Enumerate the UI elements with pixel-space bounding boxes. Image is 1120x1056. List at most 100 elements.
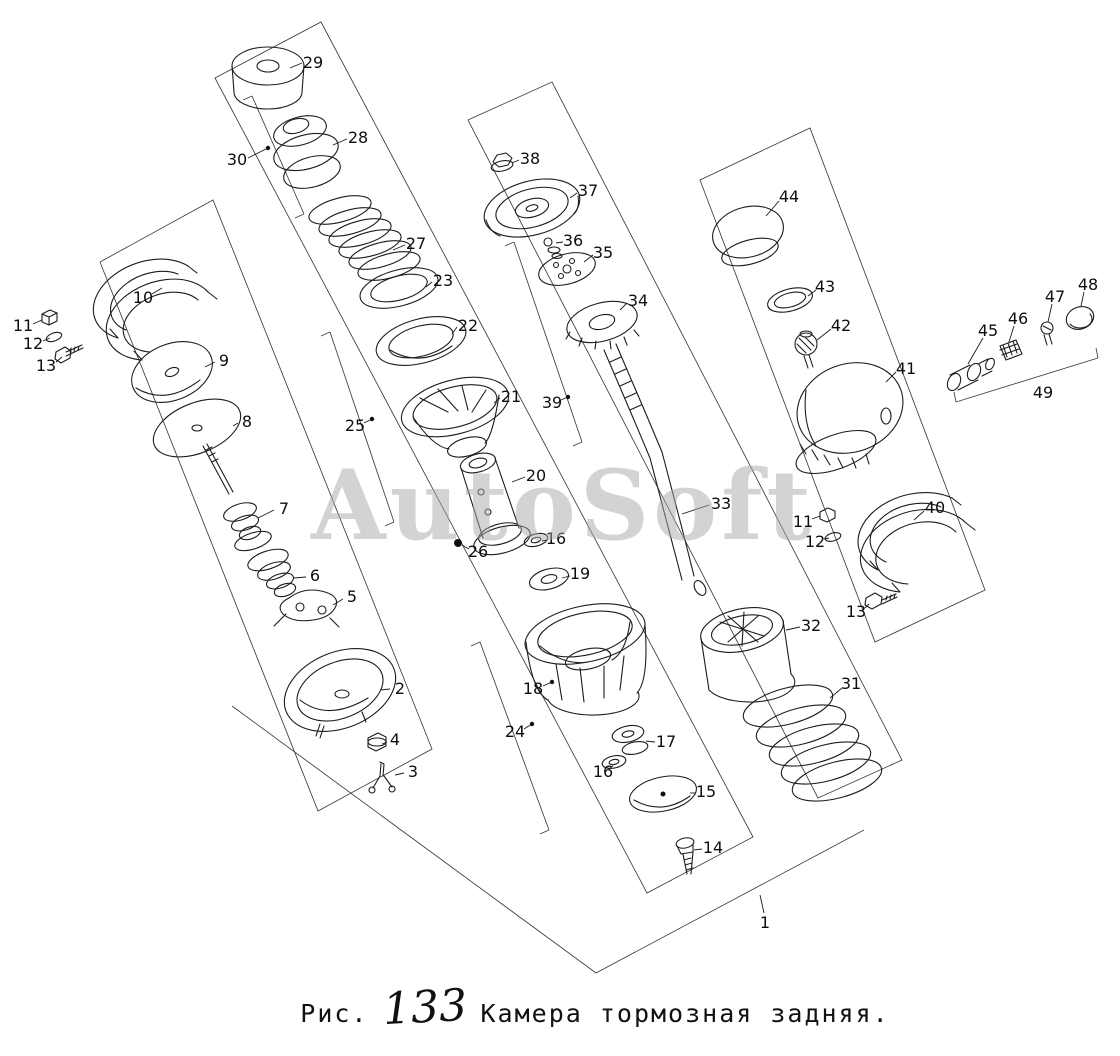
part-label-42: 42 [831,316,851,335]
figure-label: Рис. [300,999,369,1028]
part-label-7: 7 [279,499,289,518]
part-label-35: 35 [593,243,613,262]
leader-line-13 [864,603,870,609]
part-label-27: 27 [406,234,426,253]
part-41-housing-cup [795,362,904,475]
part-label-14: 14 [703,838,723,857]
leader-line-35 [583,254,594,263]
part-label-16: 16 [546,529,566,548]
leader-line-10 [151,287,163,295]
leader-line-16 [541,539,548,542]
leader-line-13 [55,356,63,363]
leader-line-6 [293,576,307,579]
assembly-outlines [99,21,1099,974]
part-3-fork [368,761,396,794]
part-label-12: 12 [23,334,43,353]
leader-line-37 [569,192,578,199]
leader-line-36 [555,241,564,244]
part-37-cover [483,178,581,238]
part-12-washer-right [824,532,842,542]
leader-line-33 [681,504,710,515]
part-number-labels: 2928302723222125202616191824171615143837… [13,53,1098,932]
part-label-49: 49 [1033,383,1053,402]
part-18-finned-cup [524,603,647,716]
part-label-33: 33 [711,494,731,513]
part-label-11: 11 [793,512,813,531]
part-label-47: 47 [1045,287,1065,306]
part-label-10: 10 [133,288,153,307]
part-label-45: 45 [978,321,998,340]
leader-line-22 [451,326,458,335]
leader-line-11 [32,319,43,325]
part-label-25: 25 [345,416,365,435]
part-2-housing-dish [283,648,397,739]
part-34-ribbed-disc [565,300,640,350]
part-38-nut [490,152,514,172]
part-12-washer-left [45,331,63,343]
part-label-39: 39 [542,393,562,412]
part-label-43: 43 [815,277,835,296]
leader-line-29 [289,62,303,69]
part-15-cap [629,775,697,813]
leader-line-9 [204,361,216,368]
part-label-2: 2 [395,679,405,698]
part-label-37: 37 [578,181,598,200]
part-28-boot [273,115,341,189]
leader-line-1 [759,894,765,914]
part-16-washer-lower [601,755,627,769]
leader-line-7 [257,509,275,519]
leader-line-11 [811,515,821,520]
leader-dot-25 [369,416,375,422]
part-label-5: 5 [347,587,357,606]
leader-line-19 [561,575,571,579]
part-label-40: 40 [925,498,945,517]
part-19-washer [528,567,570,591]
part-label-15: 15 [696,782,716,801]
part-label-28: 28 [348,128,368,147]
part-label-41: 41 [896,359,916,378]
leader-line-16 [608,765,614,770]
leader-line-41 [885,371,897,383]
part-40-clamp-bands [857,492,976,593]
part-35-disc [538,252,596,286]
part-22-cup-washer [375,316,467,366]
part-26-ball [454,539,462,547]
leader-line-43 [807,289,817,297]
leader-line-45 [967,337,984,365]
part-label-48: 48 [1078,275,1098,294]
leader-dot-18 [549,679,555,685]
part-9-cover [131,341,213,403]
leader-line-2 [379,688,391,691]
part-29-cap [231,46,305,110]
leader-line-32 [785,626,801,631]
part-label-6: 6 [310,566,320,585]
leader-dot-30 [265,145,271,151]
leader-line-30 [247,147,269,159]
leader-line-3 [394,772,405,776]
part-21-funnel [400,376,510,458]
part-43-ring [767,287,813,313]
leader-line-47 [1047,303,1053,323]
part-13-bolt-left [54,344,84,364]
leader-line-34 [619,302,628,311]
part-label-17: 17 [656,732,676,751]
part-label-12: 12 [805,532,825,551]
part-label-30: 30 [227,150,247,169]
part-27-spring [308,195,421,281]
part-46-knurled-nut [999,339,1023,361]
leader-line-27 [392,244,406,251]
part-48-cap [1065,306,1095,330]
part-16-washer-upper [523,532,549,548]
part-label-38: 38 [520,149,540,168]
leader-line-21 [493,397,501,404]
part-11-nut-right [819,507,836,523]
leader-line-26 [461,544,470,550]
part-8-diaphragm [152,398,242,458]
leader-line-44 [765,200,780,217]
part-label-34: 34 [628,291,648,310]
leader-line-23 [425,281,433,288]
figure-number: 133 [381,979,468,1036]
part-14-bolt [675,837,695,875]
leader-line-28 [332,138,348,146]
part-label-44: 44 [779,187,799,206]
